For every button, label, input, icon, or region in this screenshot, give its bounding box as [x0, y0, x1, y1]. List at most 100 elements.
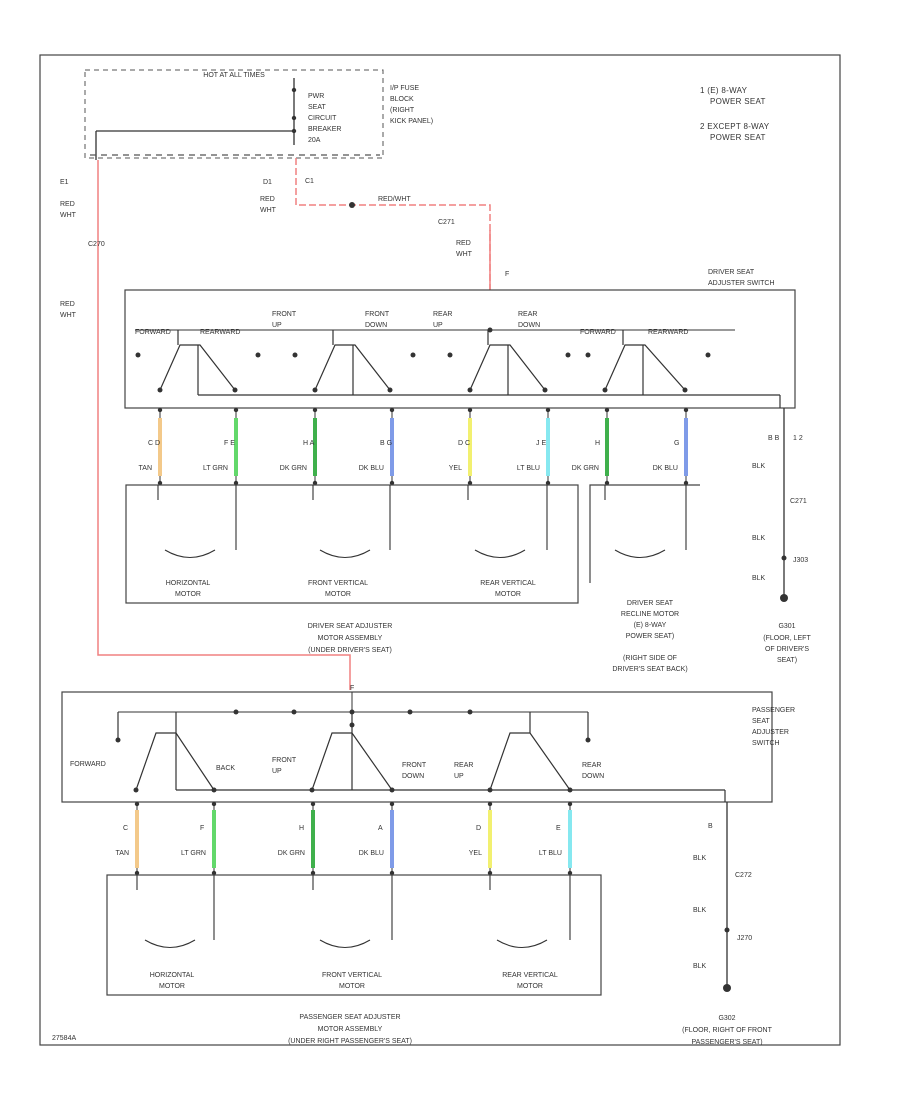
- driver-ground-pin: B B: [768, 435, 780, 442]
- note-2: 2 EXCEPT 8-WAY: [700, 122, 770, 131]
- lbl-forward2: FORWARD: [580, 329, 616, 336]
- lbl-red-mid: RED: [260, 196, 275, 203]
- driver-switch-terminals: [135, 327, 711, 393]
- passenger-ground-g: G302: [718, 1015, 735, 1022]
- passenger-wire-term-top-5: [487, 801, 493, 807]
- outer-border: [39, 54, 841, 1046]
- passenger-wire-color-4: [390, 810, 394, 868]
- lbl-front-down2: DOWN: [365, 322, 387, 329]
- driver-switch-contacts: [159, 330, 781, 408]
- driver-wire-term-top-3: [312, 407, 318, 413]
- driver-wire-term-top-7: [604, 407, 610, 413]
- red-feed-wires: E1 RED WHT C270 RED WHT D1 RED WHT C1 RE…: [60, 158, 509, 690]
- passenger-title-1: PASSENGER: [752, 707, 795, 714]
- passenger-wire-label-3: DK GRN: [278, 850, 305, 857]
- passenger-wire-term-bot-3: [310, 870, 316, 876]
- driver-ground: B B 1 2 BLK C271 BLK J303 BLK G301 (FLOO…: [752, 408, 811, 664]
- driver-wire-term-top-6: [545, 407, 551, 413]
- driver-wire-label-7: DK GRN: [572, 465, 599, 472]
- passenger-motor-assembly: HORIZONTAL MOTOR FRONT VERTICAL MOTOR RE…: [106, 874, 602, 1045]
- driver-wire-pin-4: B G: [380, 440, 392, 447]
- passenger-wire-pin-2: F: [200, 825, 204, 832]
- driver-wire-term-bot-5: [467, 480, 473, 486]
- passenger-wire-term-top-2: [211, 801, 217, 807]
- driver-ground-blk3: BLK: [752, 575, 766, 582]
- lbl-c1: C1: [305, 178, 314, 185]
- driver-wire-label-5: YEL: [449, 465, 462, 472]
- driver-ground-blk1: BLK: [752, 463, 766, 470]
- recline-l5: (RIGHT SIDE OF: [623, 655, 677, 662]
- passenger-ground-c: C272: [735, 872, 752, 879]
- lbl-rear-up2: UP: [433, 322, 443, 329]
- lbl-horizontal-motor: HORIZONTAL: [166, 580, 211, 587]
- plbl-rear-down2: DOWN: [582, 773, 604, 780]
- passenger-assembly-l1: PASSENGER SEAT ADJUSTER: [299, 1014, 400, 1021]
- passenger-wire-term-bot-1: [134, 870, 140, 876]
- passenger-switch-terminals: [115, 709, 591, 793]
- note-2b: POWER SEAT: [710, 133, 766, 142]
- driver-ground-g: G301: [778, 623, 795, 630]
- plbl-horizontal: HORIZONTAL: [150, 972, 195, 979]
- driver-switch-title: DRIVER SEAT: [708, 269, 755, 276]
- lbl-wht-mid: WHT: [260, 207, 277, 214]
- driver-wire-term-top-8: [683, 407, 689, 413]
- driver-seat-switch: DRIVER SEAT ADJUSTER SWITCH FORWARD REAR…: [124, 269, 796, 409]
- fuse-block-l1: I/P FUSE: [390, 85, 419, 92]
- passenger-wire-color-5: [488, 810, 492, 868]
- lbl-front-up2: UP: [272, 322, 282, 329]
- driver-wire-term-bot-7: [604, 480, 610, 486]
- lbl-rear-vert-motor2: MOTOR: [495, 591, 521, 598]
- driver-wire-color-3: [313, 418, 317, 476]
- passenger-wire-pin-1: C: [123, 825, 128, 832]
- fuse-block-l3: (RIGHT: [390, 107, 415, 114]
- plbl-back: BACK: [216, 765, 235, 772]
- plbl-front-vert: FRONT VERTICAL: [322, 972, 382, 979]
- lbl-d1: D1: [263, 179, 272, 186]
- passenger-motor-symbols: [136, 875, 571, 949]
- passenger-wire-term-top-1: [134, 801, 140, 807]
- lbl-wht-left2: WHT: [60, 312, 77, 319]
- passenger-ground-loc2: PASSENGER'S SEAT): [691, 1039, 762, 1046]
- driver-switch-box: [124, 289, 796, 409]
- lbl-rear-down: REAR: [518, 311, 537, 318]
- passenger-wire-term-top-4: [389, 801, 395, 807]
- driver-assembly-l3: (UNDER DRIVER'S SEAT): [308, 647, 392, 654]
- passenger-wire-color-3: [311, 810, 315, 868]
- note-1: 1 (E) 8-WAY: [700, 86, 748, 95]
- breaker-dot-1: [291, 87, 297, 93]
- driver-wire-color-1: [158, 418, 162, 476]
- plbl-front-vert2: MOTOR: [339, 983, 365, 990]
- recline-l6: DRIVER'S SEAT BACK): [612, 666, 687, 673]
- driver-wire-term-bot-6: [545, 480, 551, 486]
- passenger-wire-term-bot-5: [487, 870, 493, 876]
- passenger-ground-j: J270: [737, 935, 752, 942]
- lbl-front-up: FRONT: [272, 311, 297, 318]
- driver-wire-color-7: [605, 418, 609, 476]
- driver-ground-symbol: [780, 594, 788, 602]
- driver-wire-pin-2: F E: [224, 440, 235, 447]
- driver-ground-c: C271: [790, 498, 807, 505]
- passenger-wire-term-bot-2: [211, 870, 217, 876]
- lbl-pin-f: F: [505, 271, 509, 278]
- passenger-ground-splice: [724, 927, 730, 933]
- driver-ground-blk2: BLK: [752, 535, 766, 542]
- driver-ground-loc3: SEAT): [777, 657, 797, 664]
- recline-l2: RECLINE MOTOR: [621, 611, 679, 618]
- lbl-wht-left: WHT: [60, 212, 77, 219]
- passenger-title-2: SEAT: [752, 718, 770, 725]
- driver-assembly-l2: MOTOR ASSEMBLY: [318, 635, 383, 642]
- passenger-ground-pin: B: [708, 823, 713, 830]
- lbl-red-r: RED: [456, 240, 471, 247]
- driver-assembly-l1: DRIVER SEAT ADJUSTER: [308, 623, 393, 630]
- lbl-wht-r: WHT: [456, 251, 473, 258]
- driver-wire-term-bot-4: [389, 480, 395, 486]
- driver-ground-j: J303: [793, 557, 808, 564]
- lbl-red-left: RED: [60, 201, 75, 208]
- driver-wire-label-6: LT BLU: [517, 465, 540, 472]
- driver-wire-label-3: DK GRN: [280, 465, 307, 472]
- fuse-block-l2: BLOCK: [390, 96, 414, 103]
- lbl-rear-vert-motor: REAR VERTICAL: [480, 580, 536, 587]
- driver-wire-term-top-2: [233, 407, 239, 413]
